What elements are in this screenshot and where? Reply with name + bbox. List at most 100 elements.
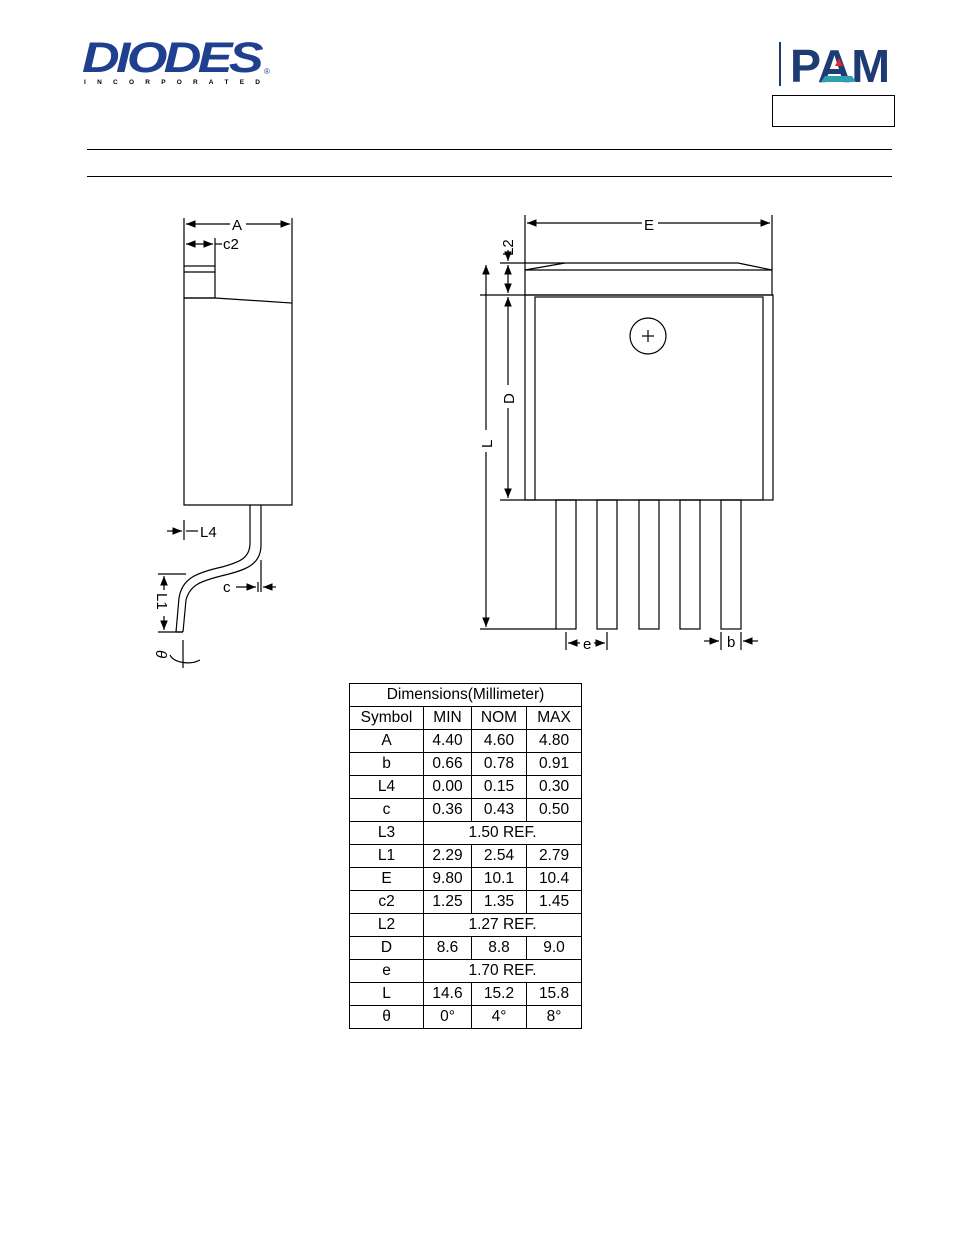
front-body-outer [524, 294, 774, 501]
cell-nom: 2.54 [471, 844, 527, 868]
cell-symbol: D [349, 936, 424, 960]
cell-min: 8.6 [423, 936, 472, 960]
side-body [183, 297, 293, 506]
title-rule-top [87, 149, 892, 150]
cell-symbol: L2 [349, 913, 424, 937]
table-title-row: Dimensions(Millimeter) [348, 683, 583, 707]
cell-symbol: e [349, 959, 424, 983]
pam-logo: PAM [779, 40, 890, 88]
label-c: c [223, 579, 231, 596]
side-view [158, 218, 293, 668]
cell-symbol: c [349, 798, 424, 822]
label-c2: c2 [223, 236, 239, 253]
cell-min: 2.29 [423, 844, 472, 868]
mounting-hole [629, 317, 667, 355]
cell-nom: 4.60 [471, 729, 527, 753]
cell-nom: 4° [471, 1005, 527, 1029]
cell-symbol: A [349, 729, 424, 753]
diodes-logo: DIODES ® I N C O R P O R A T E D [82, 34, 270, 86]
header-symbol: Symbol [349, 706, 424, 730]
cell-max: 0.50 [525, 798, 583, 822]
cell-min: 14.6 [423, 982, 472, 1006]
front-body-inner [534, 296, 764, 501]
cell-nom: 0.43 [471, 798, 527, 822]
label-l4: L4 [200, 524, 217, 541]
cell-symbol: θ [349, 1005, 424, 1029]
registered-mark: ® [264, 67, 270, 76]
theta-arc [169, 654, 201, 664]
cell-nom: 0.78 [471, 752, 527, 776]
front-tab [524, 262, 773, 296]
title-rule-bottom [87, 176, 892, 177]
cell-nom: 1.35 [471, 890, 527, 914]
header-min: MIN [423, 706, 472, 730]
cell-min: 1.25 [423, 890, 472, 914]
cell-min: 0.66 [423, 752, 472, 776]
header: DIODES ® I N C O R P O R A T E D PAM [0, 0, 954, 177]
cell-ref: 1.50 REF. [422, 821, 583, 845]
cell-nom: 8.8 [471, 936, 527, 960]
cell-max: 8° [525, 1005, 583, 1029]
label-b: b [727, 634, 735, 651]
header-max: MAX [525, 706, 583, 730]
cell-min: 0° [423, 1005, 472, 1029]
cell-symbol: E [349, 867, 424, 891]
cell-max: 15.8 [525, 982, 583, 1006]
cell-ref: 1.27 REF. [422, 913, 583, 937]
cell-symbol: b [349, 752, 424, 776]
cell-symbol: L1 [349, 844, 424, 868]
lead-4 [679, 499, 701, 630]
cell-min: 4.40 [423, 729, 472, 753]
label-l1: L1 [153, 593, 170, 610]
label-l: L [479, 440, 496, 448]
pam-logo-red-triangle [835, 58, 843, 66]
side-lead-outer [182, 505, 262, 633]
cell-max: 0.30 [525, 775, 583, 799]
cell-symbol: c2 [349, 890, 424, 914]
cell-ref: 1.70 REF. [422, 959, 583, 983]
table-title: Dimensions(Millimeter) [348, 683, 583, 707]
cell-max: 10.4 [525, 867, 583, 891]
side-lead-inner [175, 505, 251, 633]
cell-max: 0.91 [525, 752, 583, 776]
front-view [480, 215, 774, 650]
lead-5 [720, 499, 742, 630]
pam-logo-teal-band [821, 76, 856, 82]
label-pitch-e: e [583, 636, 591, 653]
cell-min: 0.00 [423, 775, 472, 799]
pam-logo-bar [779, 42, 781, 86]
cell-nom: 10.1 [471, 867, 527, 891]
diodes-logo-text: DIODES [82, 34, 264, 82]
package-outline-drawing: A c2 L4 c L1 θ [152, 215, 774, 668]
label-a: A [232, 217, 242, 234]
label-theta: θ [152, 650, 169, 658]
lead-1 [555, 499, 577, 630]
side-tab [183, 265, 216, 299]
label-e-width: E [644, 217, 654, 234]
cell-max: 9.0 [525, 936, 583, 960]
label-d: D [501, 393, 518, 404]
cell-nom: 0.15 [471, 775, 527, 799]
cell-symbol: L3 [349, 821, 424, 845]
cell-max: 4.80 [525, 729, 583, 753]
cell-min: 9.80 [423, 867, 472, 891]
table-header-row: Symbol MIN NOM MAX [349, 706, 583, 730]
header-nom: NOM [471, 706, 527, 730]
cell-min: 0.36 [423, 798, 472, 822]
cell-symbol: L4 [349, 775, 424, 799]
label-l2: L2 [500, 239, 517, 256]
lead-3 [638, 499, 660, 630]
cell-max: 2.79 [525, 844, 583, 868]
